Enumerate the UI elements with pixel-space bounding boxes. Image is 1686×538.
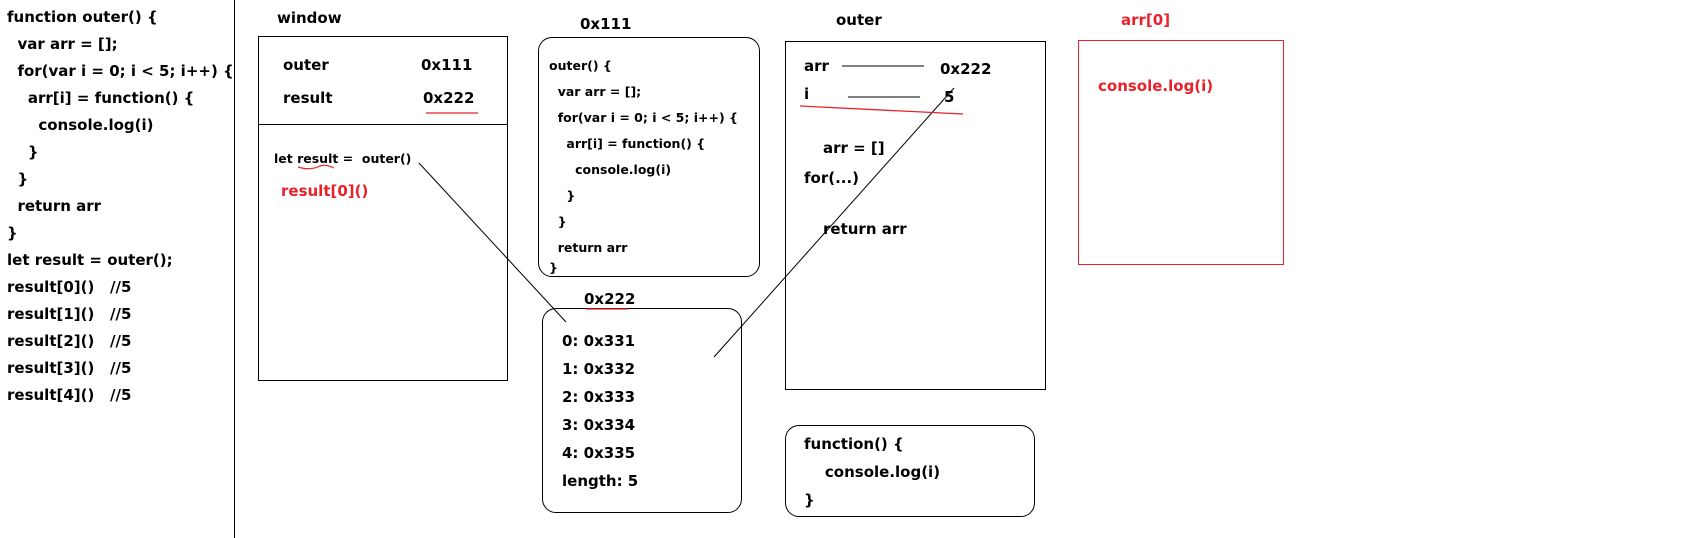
- code-line: arr[i] = function() {: [7, 89, 195, 107]
- window-scope-box: outer 0x111 result 0x222 let result = ou…: [258, 36, 508, 381]
- var-value: 0x111: [421, 56, 473, 74]
- func-code-line: }: [549, 188, 576, 203]
- func-code-line: for(var i = 0; i < 5; i++) {: [549, 110, 738, 125]
- code-line: }: [7, 170, 29, 188]
- exec-line-highlight: result[0](): [281, 182, 369, 200]
- func-code-line: }: [549, 260, 558, 275]
- var-name: i: [804, 85, 810, 103]
- code-line: }: [7, 143, 39, 161]
- pointer-line: [713, 87, 955, 358]
- vertical-divider: [234, 0, 235, 538]
- var-name: arr: [804, 57, 829, 75]
- arr0-scope-box: console.log(i): [1078, 40, 1284, 265]
- array-item: 3: 0x334: [562, 416, 636, 434]
- arr0-body: console.log(i): [1098, 77, 1214, 95]
- func-code-line: }: [549, 214, 567, 229]
- inner-func-line: }: [804, 491, 815, 509]
- var-value: 5: [944, 88, 955, 106]
- array-item: 0: 0x331: [562, 332, 636, 350]
- code-line: result[3]() //5: [7, 359, 132, 377]
- code-line: function outer() {: [7, 8, 158, 26]
- array-item: length: 5: [562, 472, 639, 490]
- func-address: 0x111: [580, 15, 632, 33]
- inner-func-line: console.log(i): [804, 463, 941, 481]
- variable-divider: [259, 124, 507, 125]
- code-line: let result = outer();: [7, 251, 173, 269]
- code-line: }: [7, 224, 18, 242]
- func-code-line: return arr: [549, 240, 628, 255]
- var-name: result: [283, 89, 333, 107]
- highlight-underline: [799, 105, 964, 115]
- inner-func-line: function() {: [804, 435, 904, 453]
- func-code-line: console.log(i): [549, 162, 672, 177]
- func-code-line: var arr = [];: [549, 84, 642, 99]
- code-line: result[2]() //5: [7, 332, 132, 350]
- code-line: var arr = [];: [7, 35, 118, 53]
- inner-function-box: function() { console.log(i) }: [785, 425, 1035, 517]
- code-line: console.log(i): [7, 116, 154, 134]
- arr0-scope-title: arr[0]: [1121, 11, 1171, 29]
- outer-scope-title: outer: [836, 11, 882, 29]
- array-item: 2: 0x333: [562, 388, 636, 406]
- body-line: arr = []: [823, 139, 885, 157]
- func-object-box: outer() { var arr = []; for(var i = 0; i…: [538, 37, 760, 277]
- array-item: 4: 0x335: [562, 444, 636, 462]
- outer-scope-box: arr 0x222 i 5 arr = [] for(...) return a…: [785, 41, 1046, 390]
- var-name: outer: [283, 56, 329, 74]
- array-item: 1: 0x332: [562, 360, 636, 378]
- func-code-line: arr[i] = function() {: [549, 136, 706, 151]
- code-line: for(var i = 0; i < 5; i++) {: [7, 62, 234, 80]
- var-value: 0x222: [423, 89, 475, 107]
- func-code-line: outer() {: [549, 58, 612, 73]
- exec-line: let result = outer(): [274, 151, 412, 166]
- body-line: for(...): [804, 169, 860, 187]
- code-line: result[1]() //5: [7, 305, 132, 323]
- highlight-underline: [297, 164, 335, 170]
- var-value: 0x222: [940, 60, 992, 78]
- arr-address: 0x222: [584, 290, 636, 308]
- code-line: return arr: [7, 197, 102, 215]
- window-scope-title: window: [277, 9, 342, 27]
- code-line: result[0]() //5: [7, 278, 132, 296]
- code-line: result[4]() //5: [7, 386, 132, 404]
- array-object-box: 0: 0x331 1: 0x332 2: 0x333 3: 0x334 4: 0…: [542, 308, 742, 513]
- pointer-line: [418, 162, 567, 323]
- body-line: return arr: [823, 220, 907, 238]
